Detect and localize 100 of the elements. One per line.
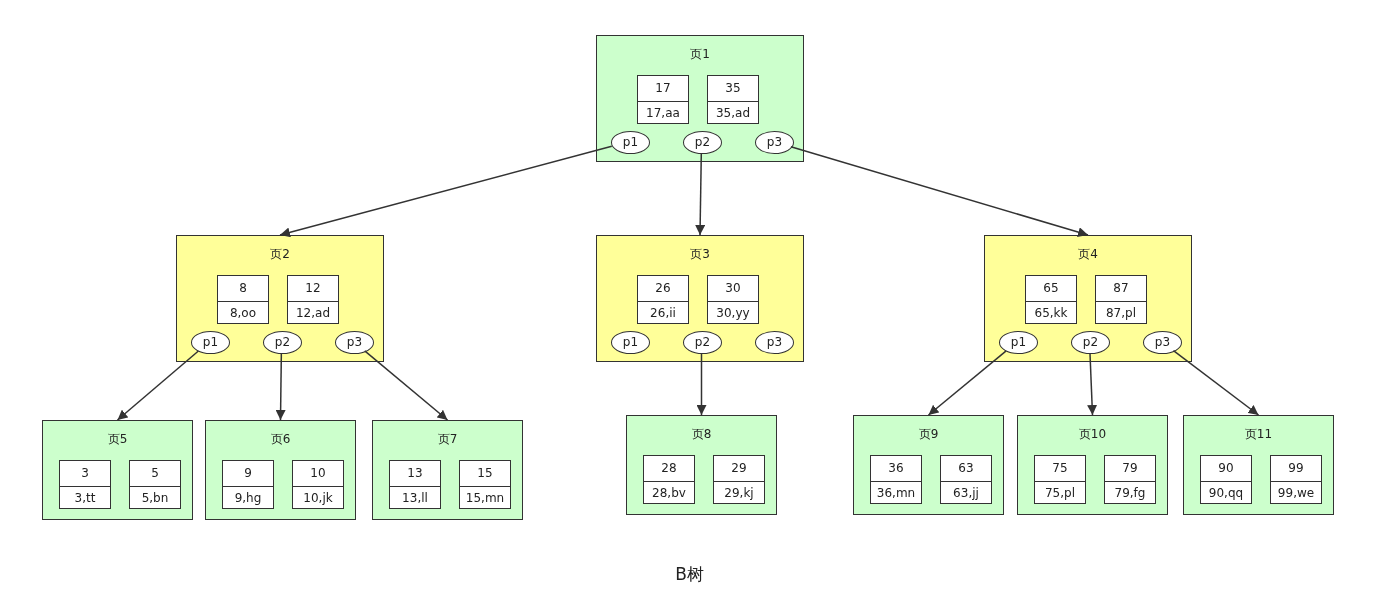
record-box: [707, 75, 759, 124]
record-text: 75,pl: [1035, 481, 1085, 504]
key-text: 90: [1217, 460, 1235, 477]
key-text: 5: [150, 465, 160, 482]
key-text: 65: [1042, 280, 1060, 297]
pointer-ellipse: p1: [191, 331, 230, 354]
record-box: [1025, 275, 1077, 324]
page-title: 页10: [1077, 426, 1108, 442]
key-text: 75: [1051, 460, 1069, 477]
record-box: [217, 275, 269, 324]
record-text: 12,ad: [288, 301, 338, 324]
key-text: 28: [660, 460, 678, 477]
record-box: [129, 460, 181, 509]
pointer-ellipse: p1: [999, 331, 1038, 354]
record-box: [637, 75, 689, 124]
page-box: [42, 420, 193, 520]
key-text: 10: [309, 465, 327, 482]
record-text: 5,bn: [130, 486, 180, 509]
record-box: [713, 455, 765, 504]
record-text: 3,tt: [60, 486, 110, 509]
record-box: [1104, 455, 1156, 504]
record-box: [707, 275, 759, 324]
page-title: 页2: [269, 246, 291, 262]
pointer-ellipse: p3: [755, 331, 794, 354]
record-text: 30,yy: [708, 301, 758, 324]
record-text: 15,mn: [460, 486, 510, 509]
record-box: [643, 455, 695, 504]
page-box: [176, 235, 384, 362]
page-box: [596, 35, 804, 162]
record-box: [222, 460, 274, 509]
key-text: 79: [1121, 460, 1139, 477]
key-text: 30: [724, 280, 742, 297]
record-text: 99,we: [1271, 481, 1321, 504]
record-text: 28,bv: [644, 481, 694, 504]
record-box: [292, 460, 344, 509]
record-box: [1200, 455, 1252, 504]
key-text: 12: [304, 280, 322, 297]
key-text: 13: [406, 465, 424, 482]
record-box: [287, 275, 339, 324]
record-box: [870, 455, 922, 504]
page-box: [372, 420, 523, 520]
arrow: [695, 152, 706, 236]
page-title: 页11: [1243, 426, 1274, 442]
pointer-ellipse: p3: [335, 331, 374, 354]
pointer-ellipse: p2: [683, 131, 722, 154]
page-title: 页9: [917, 426, 940, 442]
pointer-ellipse: p2: [1071, 331, 1110, 354]
record-box: [389, 460, 441, 509]
page-title: 页4: [1077, 246, 1099, 262]
pointer-ellipse: p1: [611, 331, 650, 354]
caption: B树: [675, 563, 704, 585]
record-box: [1270, 455, 1322, 504]
page-box: [853, 415, 1004, 515]
record-text: 26,ii: [638, 301, 688, 324]
record-text: 36,mn: [871, 481, 921, 504]
page-title: 页3: [689, 246, 711, 262]
record-box: [459, 460, 511, 509]
record-box: [59, 460, 111, 509]
key-text: 29: [730, 460, 748, 477]
record-text: 63,jj: [941, 481, 991, 504]
arrow: [116, 350, 200, 421]
pointer-ellipse: p1: [611, 131, 650, 154]
key-text: 36: [887, 460, 905, 477]
pointer-ellipse: p3: [1143, 331, 1182, 354]
arrow: [1087, 352, 1098, 416]
page-title: 页5: [106, 431, 129, 447]
pointer-ellipse: p3: [755, 131, 794, 154]
arrow: [927, 350, 1007, 416]
page-box: [1183, 415, 1334, 515]
key-text: 17: [654, 80, 672, 97]
page-box: [984, 235, 1192, 362]
key-text: 87: [1112, 280, 1130, 297]
page-box: [596, 235, 804, 362]
arrow: [275, 352, 286, 421]
key-text: 15: [476, 465, 494, 482]
record-box: [940, 455, 992, 504]
record-text: 90,qq: [1201, 481, 1251, 504]
key-text: 3: [80, 465, 90, 482]
record-text: 79,fg: [1105, 481, 1155, 504]
record-text: 8,oo: [218, 301, 268, 324]
record-box: [1095, 275, 1147, 324]
record-text: 17,aa: [638, 101, 688, 124]
page-title: 页6: [269, 431, 292, 447]
key-text: 8: [238, 280, 248, 297]
key-text: 26: [654, 280, 672, 297]
record-text: 29,kj: [714, 481, 764, 504]
arrow: [279, 145, 613, 238]
record-text: 10,jk: [293, 486, 343, 509]
page-title: 页7: [436, 431, 459, 447]
record-text: 9,hg: [223, 486, 273, 509]
pointer-ellipse: p2: [263, 331, 302, 354]
page-box: [1017, 415, 1168, 515]
pointer-ellipse: p2: [683, 331, 722, 354]
arrow: [364, 350, 449, 421]
record-box: [637, 275, 689, 324]
arrow: [696, 352, 707, 416]
key-text: 99: [1287, 460, 1305, 477]
key-text: 63: [957, 460, 975, 477]
record-box: [1034, 455, 1086, 504]
record-text: 13,ll: [390, 486, 440, 509]
